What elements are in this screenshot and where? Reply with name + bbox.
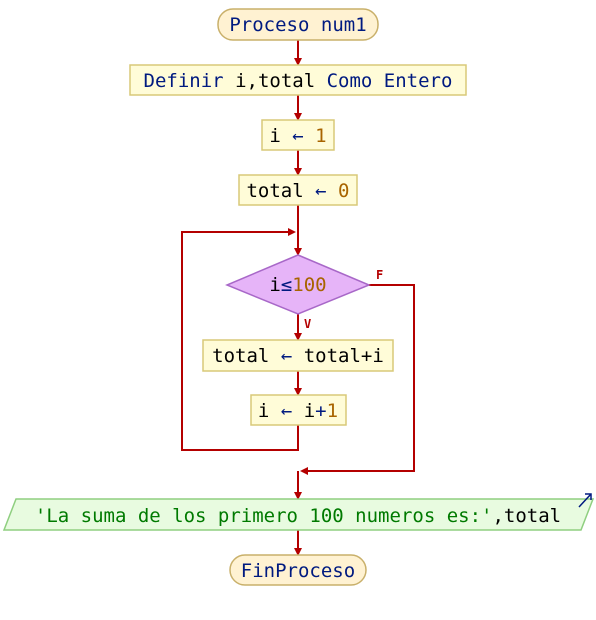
body1-expr: total+i <box>304 345 384 367</box>
svg-text:total ← total+i: total ← total+i <box>212 345 384 367</box>
end-keyword: FinProceso <box>241 560 355 582</box>
output-newline-icon <box>578 493 592 508</box>
svg-text:Definir i,total Como Entero: Definir i,total Como Entero <box>144 70 453 92</box>
svg-text:i ← 1: i ← 1 <box>269 125 326 147</box>
connectors <box>181 40 415 556</box>
body2-expr-num: 1 <box>327 400 338 422</box>
decision-var: i <box>269 274 280 296</box>
end-terminal: FinProceso <box>229 554 367 586</box>
start-terminal: Proceso num1 <box>217 8 379 41</box>
assign-i-box: i ← 1 <box>261 119 335 151</box>
decision-value: 100 <box>292 274 326 296</box>
define-vars: i,total <box>235 70 315 92</box>
connector-false-branch <box>300 284 415 475</box>
svg-text:i≤100: i≤100 <box>269 274 326 296</box>
svg-text:'La suma de los primero 100 nu: 'La suma de los primero 100 numeros es:'… <box>35 505 561 527</box>
assign-total-arrow: ← <box>315 180 326 202</box>
body2-var: i <box>258 400 269 422</box>
body1-arrow: ← <box>281 345 292 367</box>
assign-i-arrow: ← <box>292 125 303 147</box>
svg-text:Proceso num1: Proceso num1 <box>229 14 366 36</box>
svg-text:total ← 0: total ← 0 <box>246 180 349 202</box>
output-var: total <box>504 505 561 527</box>
decision-false-label: F <box>376 268 383 282</box>
body1-var: total <box>212 345 269 367</box>
define-type: Como Entero <box>327 70 453 92</box>
body2-arrow: ← <box>281 400 292 422</box>
output-string: 'La suma de los primero 100 numeros es:' <box>35 505 493 527</box>
body2-expr-var: i <box>304 400 315 422</box>
start-name: num1 <box>321 14 367 36</box>
output-box: 'La suma de los primero 100 numeros es:'… <box>2 498 595 531</box>
assign-total-value: 0 <box>338 180 349 202</box>
define-keyword: Definir <box>144 70 224 92</box>
decision-op: ≤ <box>281 274 292 296</box>
assign-total-var: total <box>246 180 303 202</box>
output-sep: , <box>492 505 503 527</box>
loop-body-total-box: total ← total+i <box>202 339 394 372</box>
assign-i-var: i <box>269 125 280 147</box>
connector-loop-back <box>181 228 299 451</box>
assign-i-value: 1 <box>315 125 326 147</box>
define-box: Definir i,total Como Entero <box>129 64 467 96</box>
assign-total-box: total ← 0 <box>238 174 358 206</box>
start-keyword: Proceso <box>229 14 309 36</box>
body2-expr-op: + <box>315 400 326 422</box>
decision-true-label: V <box>304 317 311 331</box>
loop-body-i-box: i ← i+1 <box>250 394 347 426</box>
decision-diamond: i≤100 <box>225 254 371 315</box>
svg-text:i ← i+1: i ← i+1 <box>258 400 338 422</box>
